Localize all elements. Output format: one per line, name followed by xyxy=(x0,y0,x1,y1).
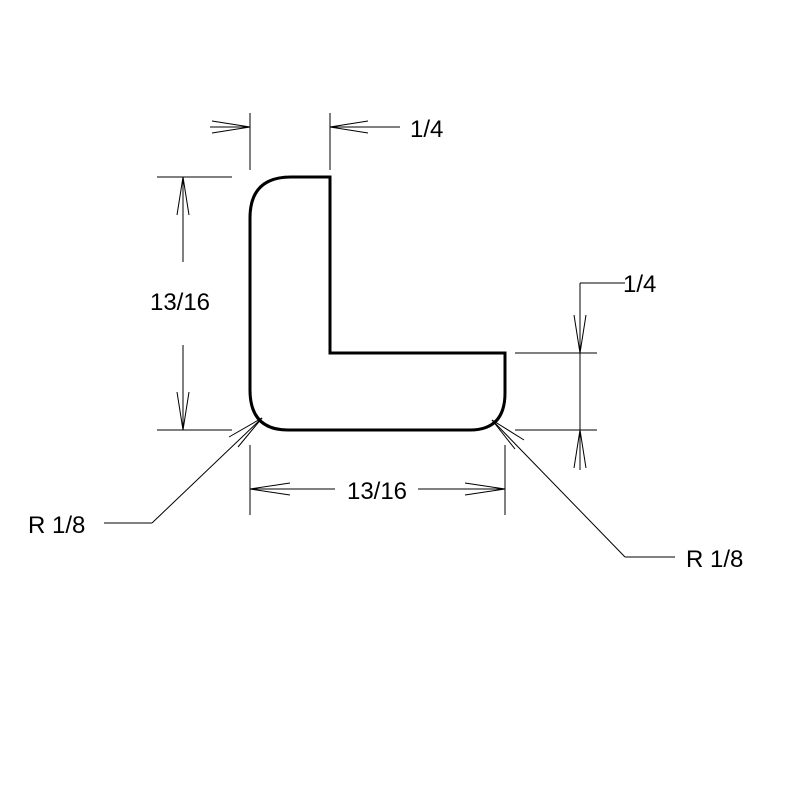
arrowhead-right xyxy=(464,482,506,496)
arrowhead xyxy=(491,419,525,450)
arrowhead-bottom xyxy=(176,391,190,431)
top-thickness-dimension: 1/4 xyxy=(210,113,443,170)
radius-right-callout: R 1/8 xyxy=(491,419,743,573)
arrowhead-right xyxy=(329,120,369,134)
width-dimension: 13/16 xyxy=(249,445,506,515)
arrowhead-left xyxy=(211,120,251,134)
right-thickness-label: 1/4 xyxy=(623,271,656,298)
leader-diagonal xyxy=(491,419,626,558)
arrowhead-lower xyxy=(573,429,587,469)
radius-left-label: R 1/8 xyxy=(28,512,85,539)
arrowhead-left xyxy=(249,482,291,496)
top-thickness-label: 1/4 xyxy=(410,116,443,143)
leader-diagonal xyxy=(151,417,263,524)
width-label: 13/16 xyxy=(347,478,407,505)
height-dimension: 13/16 xyxy=(150,176,232,431)
arrowhead xyxy=(228,417,263,448)
l-profile-outline xyxy=(248,175,507,432)
radius-left-callout: R 1/8 xyxy=(28,417,263,539)
arrowhead-top xyxy=(176,176,190,216)
right-thickness-dimension: 1/4 xyxy=(515,271,656,470)
height-label: 13/16 xyxy=(150,289,210,316)
arrowhead-upper xyxy=(573,314,587,354)
radius-right-label: R 1/8 xyxy=(686,546,743,573)
